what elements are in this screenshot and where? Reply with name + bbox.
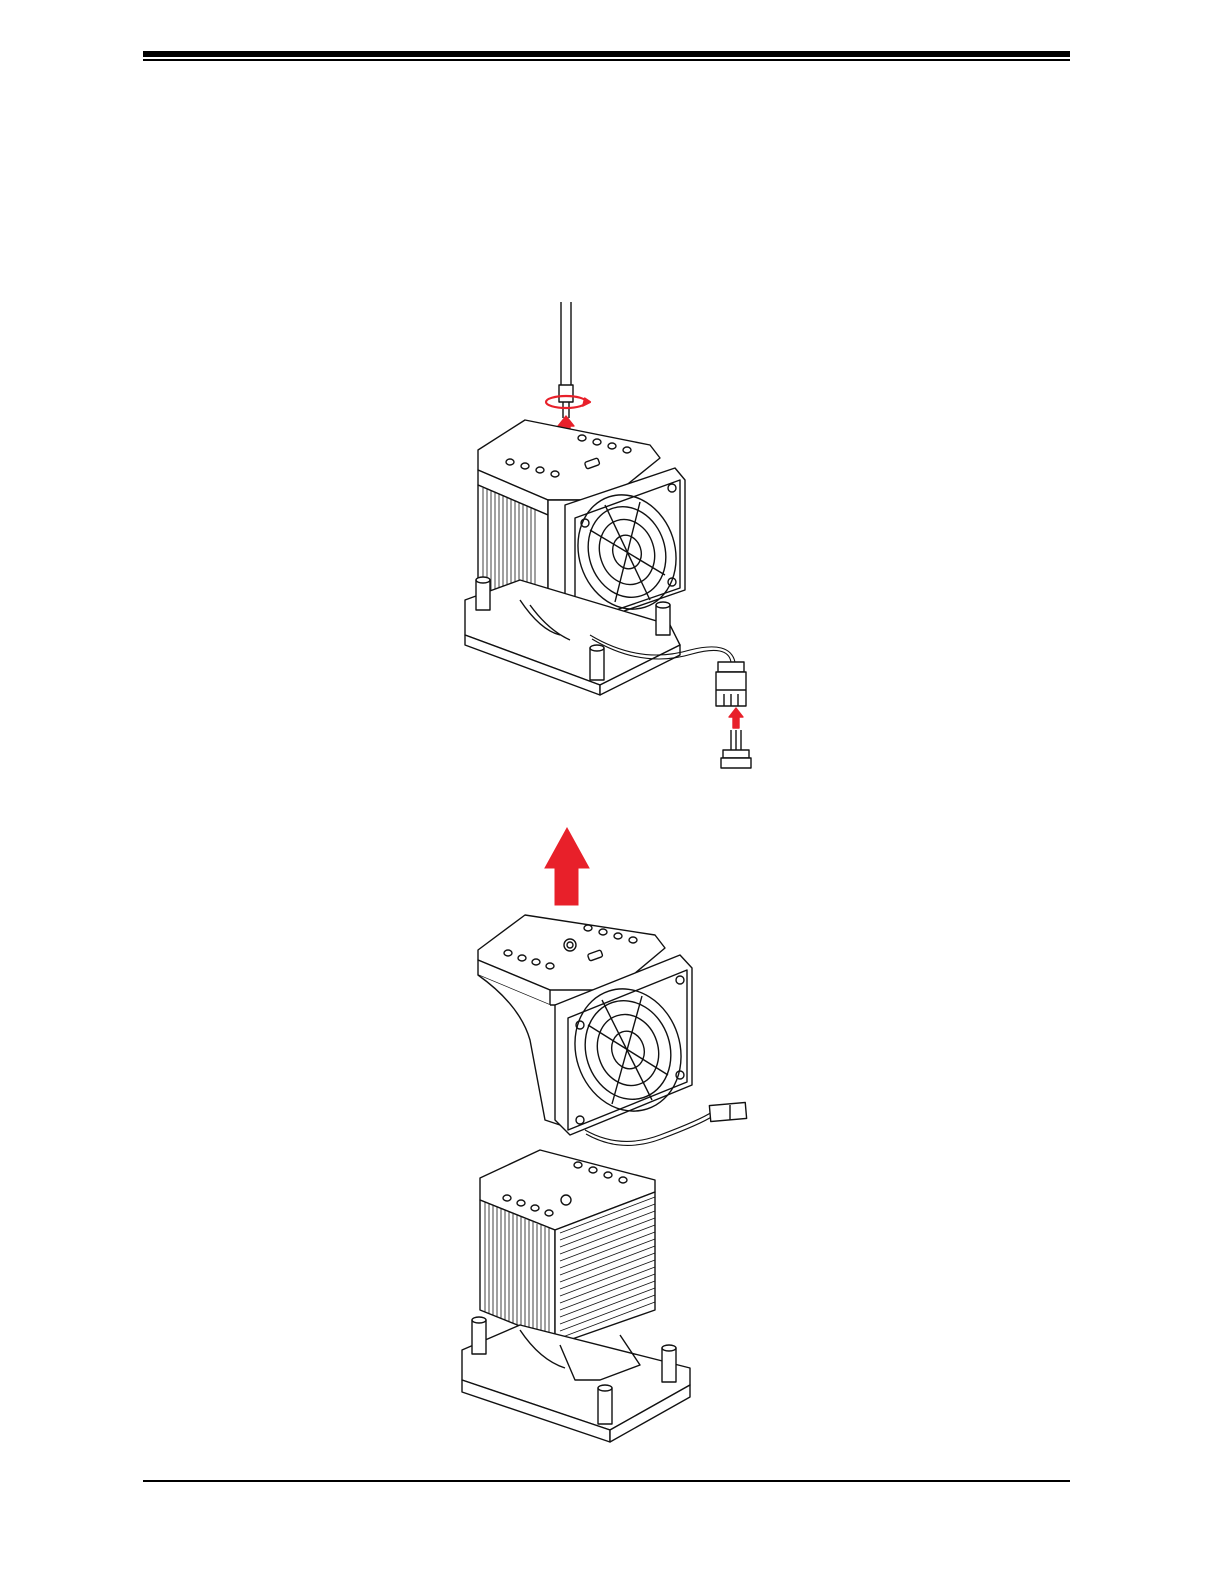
fan-header-icon: [721, 730, 751, 768]
figure-lift-fan: [0, 820, 1224, 1460]
fan-connector-icon: [716, 662, 746, 706]
figure-lift-fan-drawing: [0, 820, 1224, 1460]
header-rule-thin: [143, 59, 1070, 61]
header-rule-thick: [143, 51, 1070, 57]
connector-up-arrow-icon: [729, 708, 743, 728]
figure-remove-screw: [0, 290, 1224, 780]
figure-remove-screw-drawing: [0, 290, 1224, 780]
lift-up-arrow-icon: [545, 828, 589, 905]
screwdriver-icon: [559, 302, 573, 418]
footer-rule: [143, 1480, 1070, 1482]
fan-connector-icon: [709, 1102, 746, 1121]
